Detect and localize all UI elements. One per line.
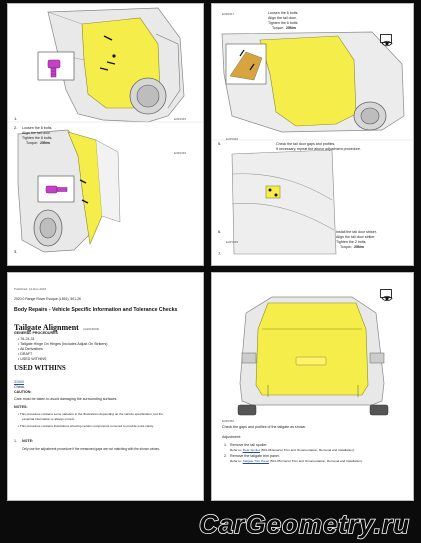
svg-text:CarGeometry.ru: CarGeometry.ru [199,509,410,539]
manual-page-2: E325347 Loosen the 6 bolts. Align the ta… [211,3,414,266]
figure-code: E325347 [222,12,235,16]
caution-label: CAUTION: [14,390,32,394]
procedure-item: • Tailgate Hinge On Hinges (Includes Adj… [18,342,108,346]
step-number: 2. [14,125,18,130]
tailgate-rear-view-illustration [237,296,389,416]
bolt-icon [47,59,61,78]
published-date: Published: 12-Dec-2016 [14,287,47,291]
step-number: 6. [218,229,222,234]
torque-label: Torque: [272,26,284,30]
instruction-line: Align the tail door. [22,131,51,135]
svg-text:CarGeometry.ru: CarGeometry.ru [199,509,410,539]
instruction-line: Tighten the 6 bolts. [268,21,299,25]
rear-spoiler-link[interactable]: Rear Spoiler [242,448,260,452]
note-text: • This procedure contains illustrations … [18,424,154,428]
item-title: Remove the tail spoiler. [230,443,268,447]
section-title: Body Repairs - Vehicle Specific Informat… [14,307,178,313]
instruction-line: Align the tail door. [268,16,297,20]
procedure-item: • USED WITHINS [18,357,47,361]
item-title: Remove the tailgate trim panel. [230,454,280,458]
torque-value: 25Nm [40,141,50,145]
item-number: 1. [224,443,227,447]
eye-icon [380,289,393,302]
check-label: Check. [14,385,26,389]
procedure-item: • 76-24-31 [18,337,35,341]
notes-label: NOTES: [14,405,28,409]
page-heading: Tailgate Alignment (G2019603) [14,323,100,332]
instruction-line: Tighten the 2 bolts. [336,240,367,244]
caution-text: Care must be taken to avoid damaging the… [14,397,118,401]
step-number: 7. [218,251,222,256]
step-number: 1. [14,116,18,121]
step-number: 5. [218,141,222,146]
instruction-line: Align the tail door striker. [336,235,376,239]
item-number: 2. [224,454,227,458]
refer-line: Refer to: Tailgate Trim Panel (501-05 In… [230,459,363,463]
eye-icon [380,34,393,47]
torque-value: 25Nm [286,26,296,30]
instruction-line: Tighten the 8 bolts. [22,136,53,140]
manual-page-1: 1. E325345 2. Loosen the 8 bolts. Align … [7,3,204,266]
manual-page-4: E325350 Check the gaps and profiles of t… [211,272,414,501]
note-text: Only use the adjustment procedure if the… [22,447,160,451]
instruction-line: If necessary, repeat the above adjustmen… [276,147,361,151]
procedure-item: • DRAFT [18,352,33,356]
vehicle-line: 2020.0 Range Rover Evoque (L551), 501-26 [14,297,81,301]
note-text: essential information is always correct. [22,417,75,421]
note-label: NOTE: [22,439,34,443]
torque-value: 25Nm [354,245,364,249]
reference-link[interactable]: 31000 [14,380,24,384]
instruction-line: Install the tail door striker. [336,230,377,234]
check-text: Check the gaps and profiles of the tailg… [222,425,307,429]
general-procedures-label: GENERAL PROCEDURES [14,331,58,335]
tailgate-trim-panel-link[interactable]: Tailgate Trim Panel [242,459,269,463]
bolt-icon [45,185,68,194]
figure-code: E325348 [226,137,239,141]
adjustment-label: Adjustment: [222,435,241,439]
used-withins-heading: USED WITHINS [14,364,66,372]
instruction-line: Loosen the 6 bolts. [268,11,299,15]
figure-code: E325345 [174,117,187,121]
manual-page-3: Published: 12-Dec-2016 2020.0 Range Rove… [7,272,204,501]
procedure-item: • All Derivatives [18,347,43,351]
figure-code: E325346 [174,151,187,155]
note-text: • This procedure contains some variation… [18,412,163,416]
instruction-line: Loosen the 8 bolts. [22,126,53,130]
torque-label: Torque: [26,141,38,145]
vehicle-side-illustration-1 [8,7,203,253]
figure-code: E325349 [226,240,239,244]
refer-line: Refer to: Rear Spoiler (501-08 Exterior … [230,448,355,452]
cargeometry-watermark-logo: CarGeometry.ru CarGeometry.ru [198,508,410,540]
instruction-line: Check the tail door gaps and profiles. [276,142,336,146]
step-number: 3. [14,249,18,254]
figure-code: E325350 [222,419,235,423]
torque-label: Torque: [340,245,352,249]
step-number: 1. [14,439,17,443]
vehicle-rear-illustration [212,31,413,255]
